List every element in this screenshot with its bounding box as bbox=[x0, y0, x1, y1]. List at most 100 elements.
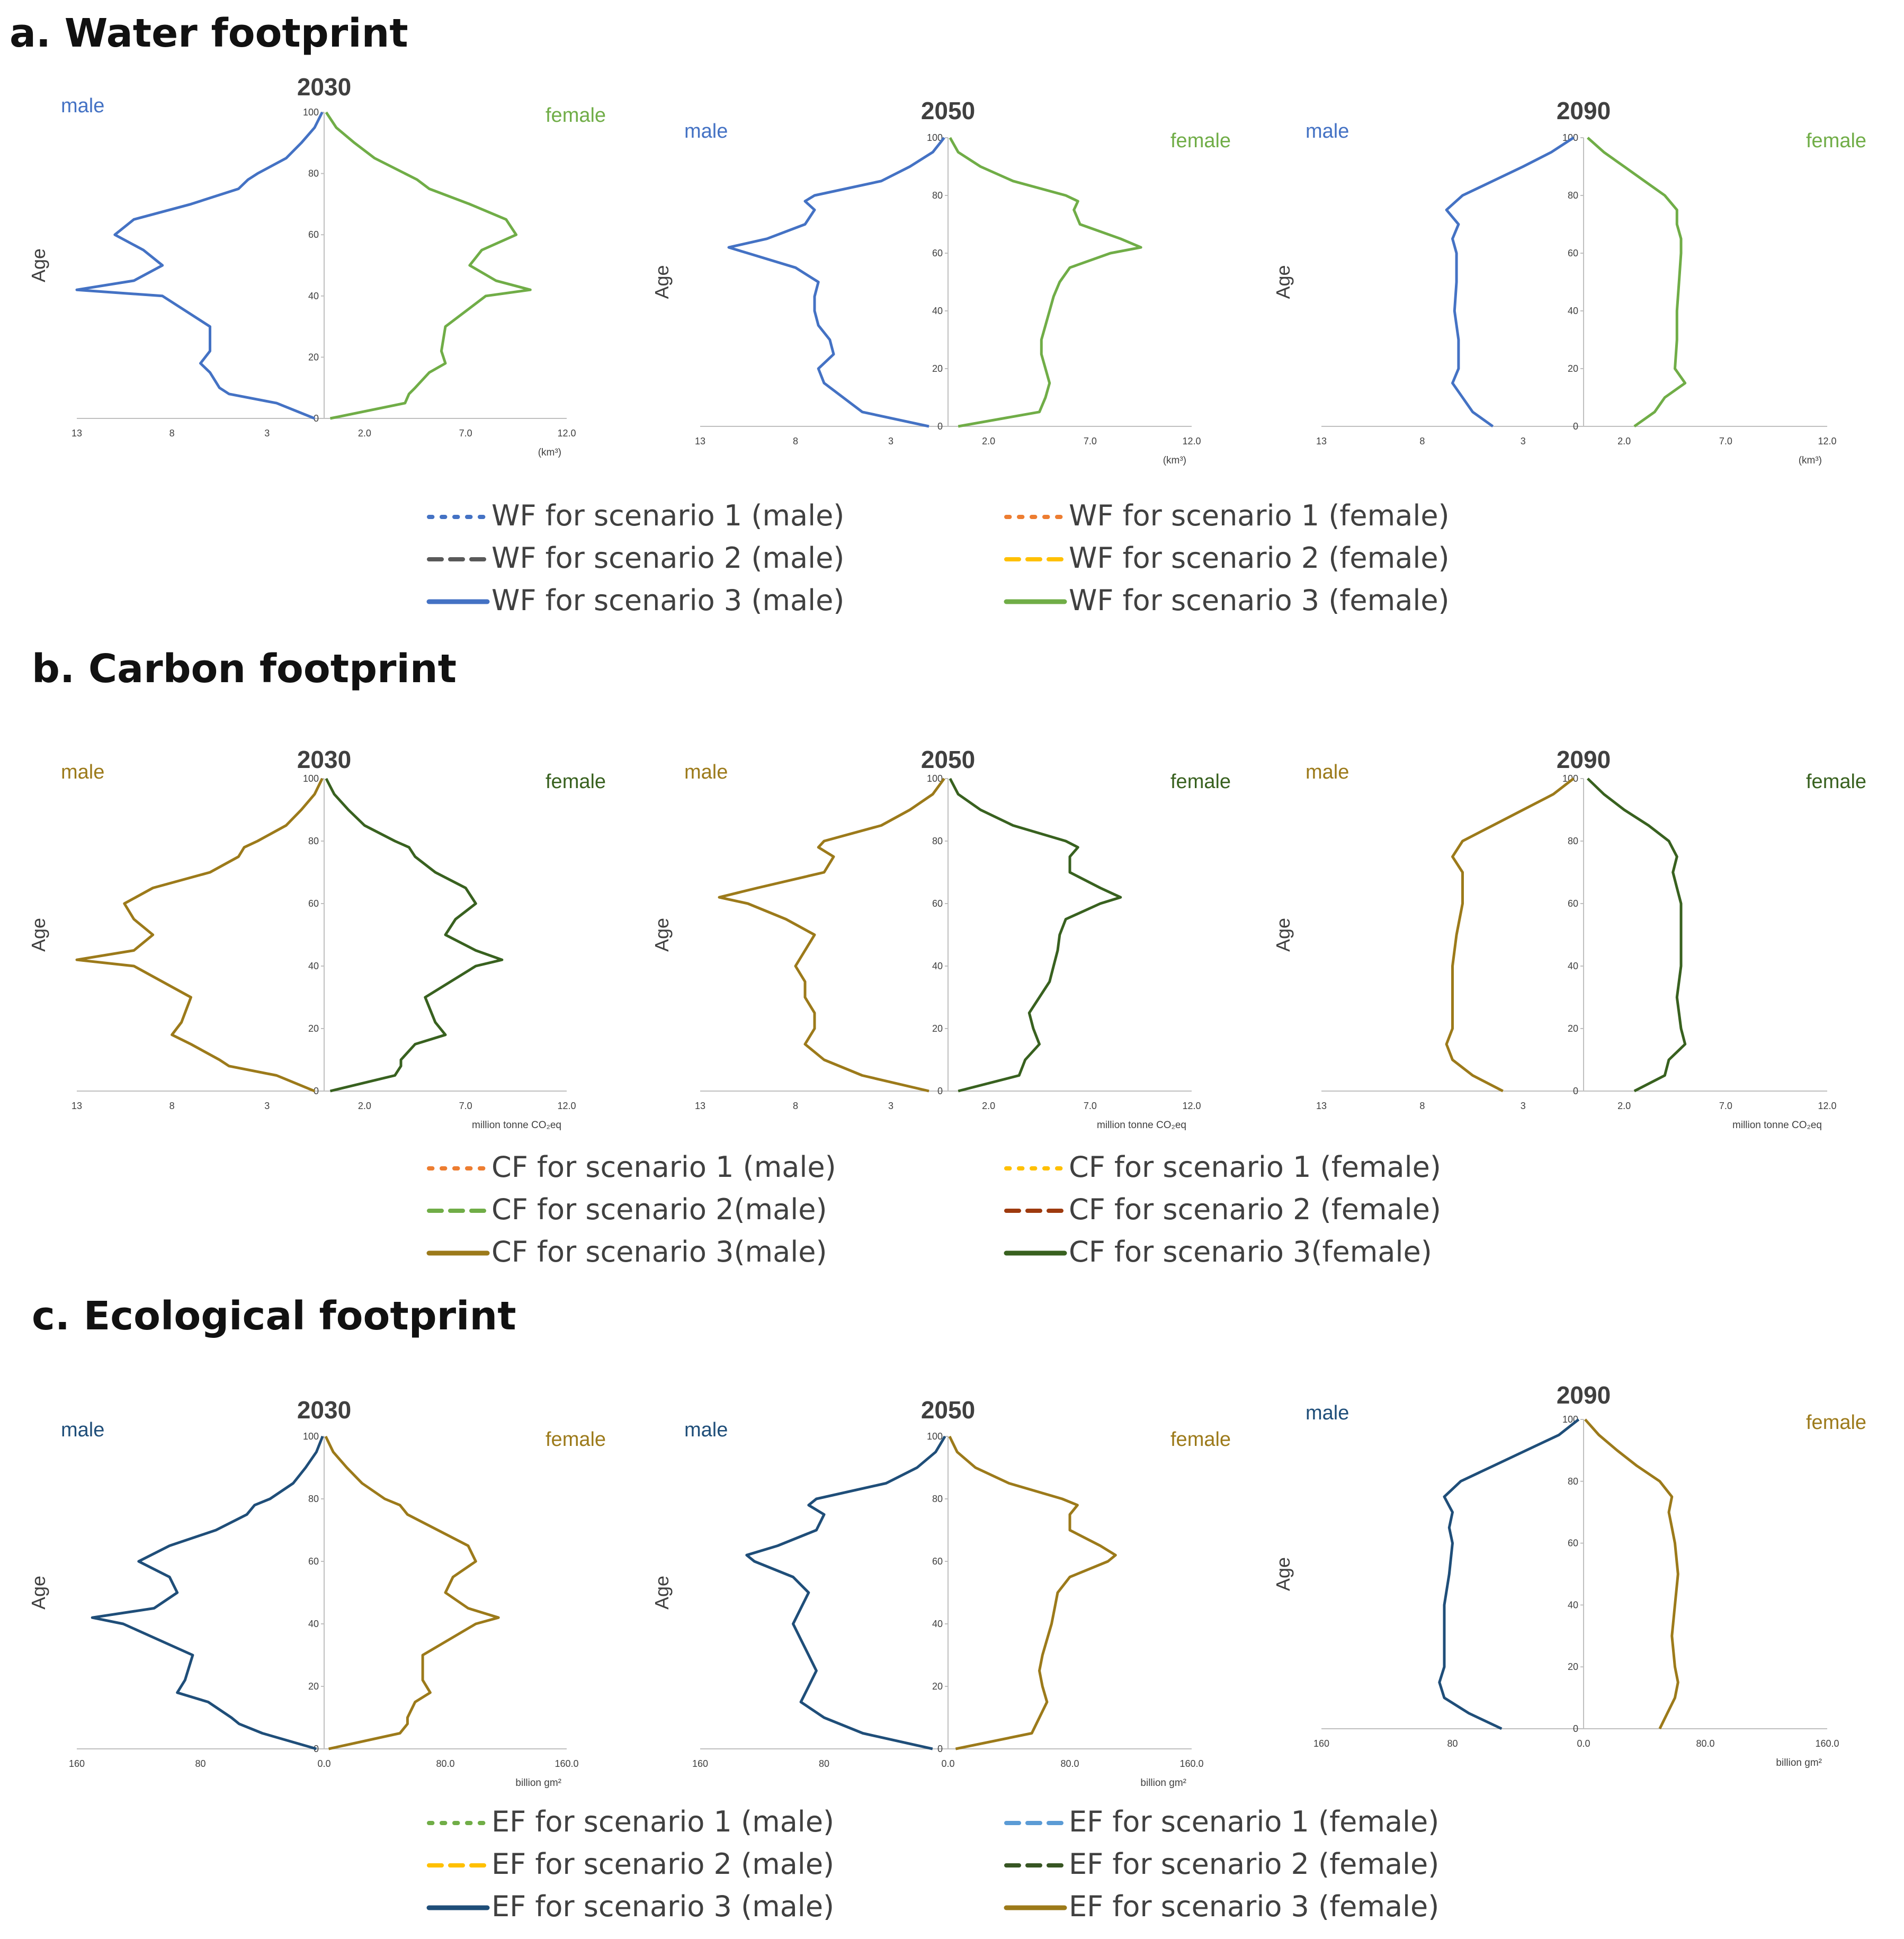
section-title: c. Ecological footprint bbox=[32, 1293, 516, 1339]
legend-item-label: EF for scenario 3 (female) bbox=[1069, 1890, 1439, 1923]
x-tick-label: 7.0 bbox=[1084, 1101, 1097, 1111]
x-tick-label: 8 bbox=[1419, 436, 1425, 446]
x-axis-unit: (km³) bbox=[1163, 455, 1186, 466]
series-line-female bbox=[948, 1435, 1117, 1750]
x-tick-label: 7.0 bbox=[1719, 436, 1732, 446]
legend-item-label: CF for scenario 2(male) bbox=[491, 1193, 827, 1226]
x-tick-label: 13 bbox=[695, 436, 705, 446]
x-tick-label: 8 bbox=[1419, 1101, 1425, 1111]
x-tick-label: 80 bbox=[1447, 1738, 1458, 1749]
section-title: b. Carbon footprint bbox=[32, 646, 457, 692]
y-axis-label: Age bbox=[28, 918, 49, 952]
y-axis-label: Age bbox=[651, 265, 673, 299]
female-label: female bbox=[1806, 130, 1866, 152]
female-label: female bbox=[546, 771, 606, 793]
male-label: male bbox=[1306, 761, 1349, 783]
x-tick-label: 3 bbox=[1521, 436, 1526, 446]
x-tick-label: 2.0 bbox=[358, 428, 371, 439]
x-tick-label: 7.0 bbox=[1084, 436, 1097, 446]
y-tick-label: 80 bbox=[308, 168, 319, 179]
legend-item-label: CF for scenario 2 (female) bbox=[1069, 1193, 1441, 1226]
y-tick-label: 40 bbox=[308, 961, 319, 971]
y-tick-label: 40 bbox=[1568, 1600, 1578, 1610]
legend-item-label: EF for scenario 1 (male) bbox=[491, 1805, 834, 1838]
y-axis-label: Age bbox=[651, 1576, 673, 1610]
y-tick-label: 80 bbox=[308, 1494, 319, 1504]
x-tick-label: 8 bbox=[169, 428, 175, 439]
y-tick-label: 40 bbox=[308, 291, 319, 301]
section-title: a. Water footprint bbox=[10, 11, 408, 56]
y-tick-label: 0 bbox=[937, 421, 943, 432]
male-label: male bbox=[61, 95, 104, 117]
x-tick-label: 3 bbox=[264, 428, 270, 439]
y-tick-label: 20 bbox=[932, 1023, 943, 1034]
y-tick-label: 0 bbox=[1573, 1086, 1578, 1096]
chart-title: 2090 bbox=[1557, 746, 1611, 773]
female-label: female bbox=[1170, 1428, 1231, 1451]
series-line-female bbox=[325, 111, 532, 420]
y-tick-label: 60 bbox=[308, 898, 319, 909]
chart-title: 2030 bbox=[297, 1396, 351, 1424]
y-tick-label: 80 bbox=[1568, 190, 1578, 201]
x-tick-label: 12.0 bbox=[1818, 1101, 1836, 1111]
x-axis-unit: billion gm² bbox=[515, 1777, 561, 1789]
legend-eco: EF for scenario 1 (male) EF for scenario … bbox=[426, 1805, 1439, 1923]
y-tick-label: 100 bbox=[927, 132, 943, 143]
y-tick-label: 20 bbox=[308, 1681, 319, 1692]
legend-item-label: EF for scenario 2 (male) bbox=[491, 1847, 834, 1881]
x-tick-label: 2.0 bbox=[1617, 1101, 1631, 1111]
chart-title: 2030 bbox=[297, 746, 351, 773]
x-axis-unit: million tonne CO₂eq bbox=[1732, 1120, 1822, 1131]
x-tick-label: 2.0 bbox=[982, 436, 995, 446]
series-line-male bbox=[727, 137, 945, 428]
legend-item-label: CF for scenario 1 (male) bbox=[491, 1150, 836, 1184]
x-axis-unit: million tonne CO₂eq bbox=[1097, 1120, 1186, 1131]
y-tick-label: 20 bbox=[932, 1681, 943, 1692]
y-tick-label: 100 bbox=[1562, 132, 1578, 143]
y-tick-label: 60 bbox=[932, 898, 943, 909]
legend-item-label: WF for scenario 2 (female) bbox=[1069, 541, 1450, 575]
male-label: male bbox=[1306, 120, 1349, 142]
legend-item-label: WF for scenario 2 (male) bbox=[491, 541, 844, 575]
y-tick-label: 100 bbox=[927, 773, 943, 784]
y-axis-label: Age bbox=[28, 248, 49, 282]
y-tick-label: 40 bbox=[1568, 306, 1578, 316]
series-line-female bbox=[949, 137, 1142, 428]
y-tick-label: 20 bbox=[308, 1023, 319, 1034]
x-tick-label: 3 bbox=[264, 1101, 270, 1111]
series-line-male bbox=[745, 1435, 946, 1750]
y-tick-label: 0 bbox=[1573, 421, 1578, 432]
female-label: female bbox=[546, 1428, 606, 1451]
female-label: female bbox=[1170, 130, 1231, 152]
chart-title: 2090 bbox=[1557, 97, 1611, 124]
x-tick-label: 3 bbox=[888, 1101, 893, 1111]
y-tick-label: 0 bbox=[1573, 1723, 1578, 1734]
y-tick-label: 40 bbox=[1568, 961, 1578, 971]
y-tick-label: 20 bbox=[1568, 363, 1578, 374]
x-tick-label: 13 bbox=[71, 1101, 82, 1111]
x-tick-label: 7.0 bbox=[459, 1101, 472, 1111]
x-tick-label: 8 bbox=[793, 1101, 798, 1111]
y-tick-label: 40 bbox=[932, 306, 943, 316]
series-line-female bbox=[325, 778, 504, 1093]
x-tick-label: 12.0 bbox=[557, 1101, 576, 1111]
y-tick-label: 0 bbox=[937, 1744, 943, 1754]
y-tick-label: 80 bbox=[1568, 1476, 1578, 1487]
x-tick-label: 2.0 bbox=[1617, 436, 1631, 446]
x-tick-label: 80.0 bbox=[1696, 1738, 1714, 1749]
x-tick-label: 12.0 bbox=[1818, 436, 1836, 446]
x-tick-label: 12.0 bbox=[1182, 436, 1201, 446]
x-tick-label: 7.0 bbox=[1719, 1101, 1732, 1111]
x-tick-label: 160.0 bbox=[1815, 1738, 1839, 1749]
chart-title: 2050 bbox=[921, 746, 975, 773]
x-tick-label: 12.0 bbox=[557, 428, 576, 439]
y-tick-label: 20 bbox=[308, 352, 319, 362]
x-tick-label: 7.0 bbox=[459, 428, 472, 439]
y-tick-label: 80 bbox=[932, 190, 943, 201]
female-label: female bbox=[1170, 771, 1231, 793]
